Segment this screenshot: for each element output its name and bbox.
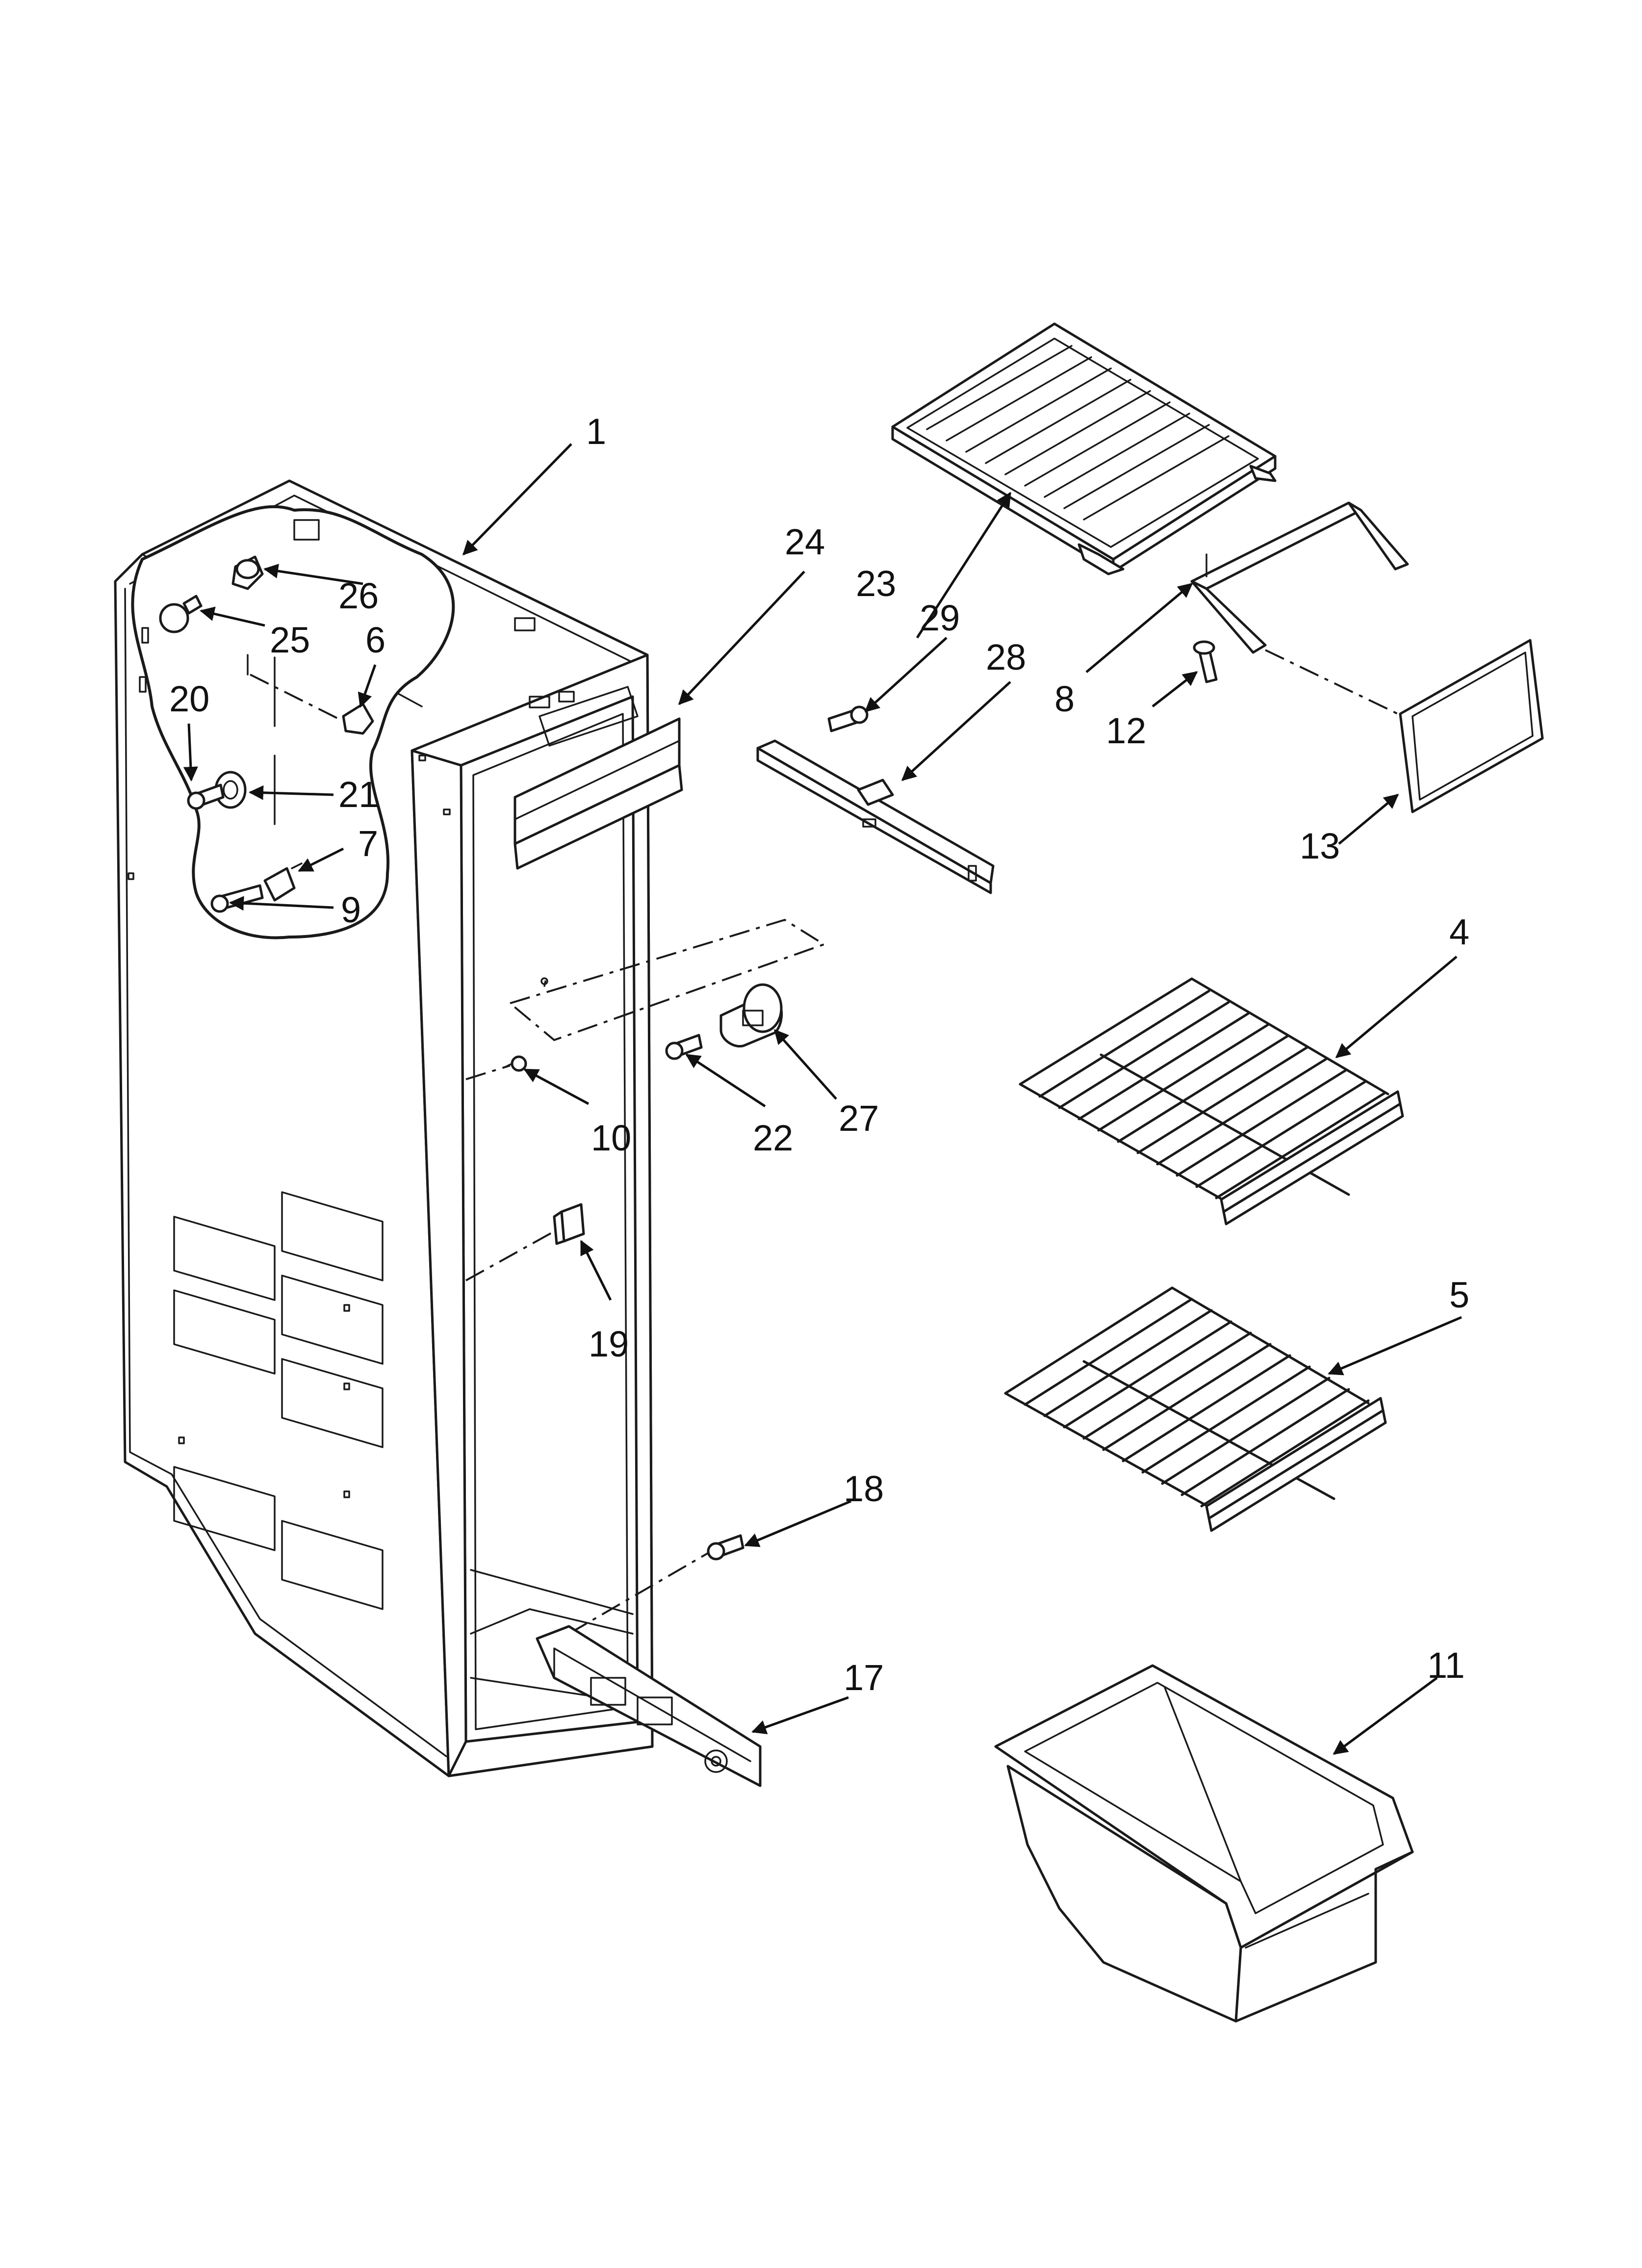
part-25-light-bulb xyxy=(159,595,203,633)
callout-4: 4 xyxy=(1449,912,1469,952)
callout-5: 5 xyxy=(1449,1275,1469,1315)
callout-23: 23 xyxy=(856,563,896,604)
callout-17: 17 xyxy=(844,1657,884,1698)
part-5-wire-shelf xyxy=(1004,1286,1387,1532)
part-7-bracket xyxy=(263,862,303,902)
leader-dash-10 xyxy=(465,1065,511,1080)
callout-29: 29 xyxy=(920,598,960,638)
callout-7: 7 xyxy=(358,823,378,864)
callout-labels: 1 4 5 6 7 8 9 10 11 12 13 17 18 19 20 21… xyxy=(169,411,1469,1698)
part-12-screw xyxy=(1193,640,1218,683)
bubble-dashed-path xyxy=(250,674,344,722)
part-4-wire-shelf xyxy=(1019,977,1404,1225)
callout-20: 20 xyxy=(169,678,209,719)
side-label-panels xyxy=(173,1191,384,1610)
leader-lines xyxy=(183,443,1462,1755)
callout-9: 9 xyxy=(341,889,361,930)
callout-26: 26 xyxy=(338,575,379,616)
part-24-deflector xyxy=(513,717,683,870)
callout-13: 13 xyxy=(1300,826,1340,866)
callout-21: 21 xyxy=(338,774,379,815)
callout-1: 1 xyxy=(586,411,606,452)
callout-25: 25 xyxy=(270,620,310,660)
callout-27: 27 xyxy=(839,1098,879,1139)
part-26-socket xyxy=(231,555,264,590)
callout-6: 6 xyxy=(365,620,385,660)
callout-18: 18 xyxy=(844,1468,884,1509)
part-21-grommet xyxy=(214,771,247,809)
part-8-shelf-bracket xyxy=(1190,501,1409,654)
part-11-storage-bin xyxy=(994,1664,1414,2023)
leader-dash-18 xyxy=(568,1552,710,1635)
part-17-bracket xyxy=(536,1625,762,1787)
callout-22: 22 xyxy=(753,1118,793,1158)
callout-19: 19 xyxy=(589,1324,629,1364)
part-29-screw xyxy=(827,705,869,732)
callout-11: 11 xyxy=(1427,1645,1465,1686)
part-20-screw xyxy=(187,783,225,810)
part-28-shelf-rail xyxy=(756,739,995,894)
callout-12: 12 xyxy=(1106,710,1146,751)
callout-10: 10 xyxy=(591,1118,631,1158)
leader-dash-13 xyxy=(1265,649,1398,715)
callout-28: 28 xyxy=(986,637,1026,678)
part-22-screw xyxy=(665,1034,703,1060)
part-27-cam xyxy=(719,983,783,1048)
part-18-screw xyxy=(707,1534,744,1561)
part-13-frame xyxy=(1399,639,1544,813)
part-23-grid-shelf xyxy=(891,322,1277,575)
callout-24: 24 xyxy=(785,521,825,562)
callout-8: 8 xyxy=(1054,678,1075,719)
dashed-rail-guide xyxy=(508,918,826,1042)
part-19-switch xyxy=(553,1203,585,1245)
leader-dash-19 xyxy=(465,1230,555,1281)
